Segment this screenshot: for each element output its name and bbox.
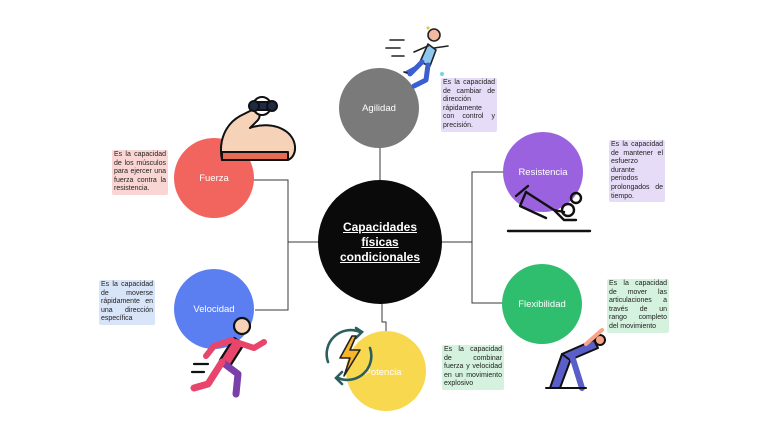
connector-flexibilidad	[471, 242, 503, 304]
sprinter-icon	[190, 316, 267, 398]
lightning-cycle-icon	[325, 326, 373, 386]
node-velocidad-label: Velocidad	[193, 303, 235, 315]
center-title: Capacidades físicas condicionales	[339, 219, 421, 264]
connector-potencia	[381, 303, 387, 332]
connector-velocidad	[255, 242, 289, 311]
note-agilidad: Es la capacidad de cambiar de dirección …	[441, 78, 497, 132]
yoga-stretch-icon	[545, 328, 606, 391]
node-velocidad: Velocidad	[174, 269, 254, 349]
note-potencia: Es la capacidad de combinar fuerza y vel…	[442, 345, 504, 390]
rowing-machine-icon	[506, 184, 592, 233]
node-fuerza-label: Fuerza	[199, 172, 229, 184]
flexed-bicep-icon	[220, 96, 296, 161]
center-node: Capacidades físicas condicionales	[318, 180, 442, 304]
note-velocidad: Es la capacidad de moverse rápidamente e…	[99, 280, 155, 325]
node-agilidad: Agilidad	[339, 68, 419, 148]
running-agility-icon	[385, 26, 449, 89]
node-agilidad-label: Agilidad	[362, 102, 396, 114]
node-resistencia-label: Resistencia	[518, 166, 568, 178]
note-resistencia: Es la capacidad de mantener el esfuerzo …	[609, 140, 665, 203]
connector-resistencia	[440, 171, 504, 243]
node-flexibilidad: Flexibilidad	[502, 264, 582, 344]
node-potencia: Potencia	[346, 331, 426, 411]
note-flexibilidad: Es la capacidad de mover las articulacio…	[607, 279, 669, 333]
note-fuerza: Es la capacidad de los músculos para eje…	[112, 150, 168, 195]
connector-fuerza	[250, 179, 320, 243]
node-resistencia: Resistencia	[503, 132, 583, 212]
node-potencia-label: Potencia	[364, 366, 402, 378]
node-flexibilidad-label: Flexibilidad	[518, 298, 566, 310]
